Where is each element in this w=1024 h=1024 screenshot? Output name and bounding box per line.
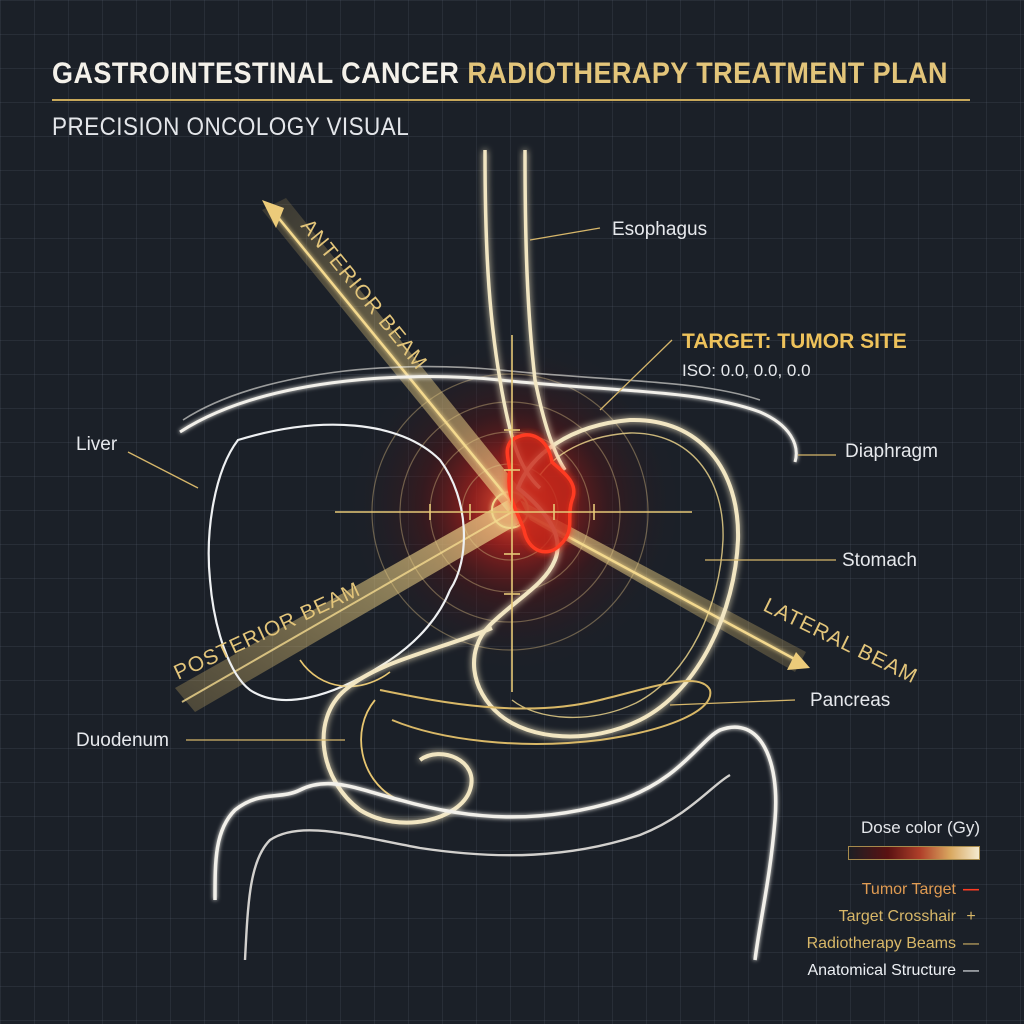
anterior-beam-arrowhead xyxy=(262,200,284,228)
legend-tumor-target-label: Tumor Target xyxy=(861,880,956,898)
duodenum-outline xyxy=(321,626,493,825)
anterior-beam-label: ANTERIOR BEAM xyxy=(296,215,431,375)
target-title: TARGET: TUMOR SITE xyxy=(682,330,907,353)
legend-beams-swatch: — xyxy=(963,934,979,952)
title-white-part: GASTROINTESTINAL CANCER xyxy=(52,57,460,90)
legend-item-anatomical-structure: Anatomical Structure — xyxy=(807,957,980,984)
duodenum-inner-wall xyxy=(360,699,396,799)
legend-item-tumor-target: Tumor Target — xyxy=(807,876,980,903)
stomach-inner-wall xyxy=(511,432,724,719)
dose-scale-title: Dose color (Gy) xyxy=(860,818,980,837)
diaphragm-outline xyxy=(179,375,798,463)
page-subtitle: PRECISION ONCOLOGY VISUAL xyxy=(52,113,410,141)
legend-anatomical-structure-label: Anatomical Structure xyxy=(807,961,956,979)
stomach-label: Stomach xyxy=(842,550,917,571)
colon-outline xyxy=(213,725,778,961)
target-iso-coordinates: ISO: 0.0, 0.0, 0.0 xyxy=(682,361,811,380)
posterior-beam xyxy=(175,500,522,712)
diaphragm-label: Diaphragm xyxy=(845,441,938,462)
legend-crosshair-swatch: + xyxy=(966,907,976,925)
title-divider xyxy=(52,99,970,101)
esophagus-label: Esophagus xyxy=(612,219,707,240)
pancreas-label: Pancreas xyxy=(810,690,890,711)
stomach-outline xyxy=(472,417,741,739)
pancreas-outline xyxy=(379,680,712,745)
page-title: GASTROINTESTINAL CANCER RADIOTHERAPY TRE… xyxy=(52,52,948,96)
legend-tumor-target-swatch: — xyxy=(963,880,979,898)
liver-outline xyxy=(207,423,466,702)
gallbladder-outline xyxy=(299,659,391,688)
leader-lines xyxy=(127,227,836,741)
lateral-beam-arrowhead xyxy=(787,652,810,670)
liver-label: Liver xyxy=(76,434,118,455)
colon-inner-outline xyxy=(243,773,731,961)
legend-radiotherapy-beams-label: Radiotherapy Beams xyxy=(806,934,956,952)
legend-item-target-crosshair: Target Crosshair + xyxy=(807,903,980,930)
dose-color-bar xyxy=(848,846,980,860)
duodenum-label: Duodenum xyxy=(76,730,169,751)
esophagus-right-wall xyxy=(523,149,567,471)
title-gold-part: RADIOTHERAPY TREATMENT PLAN xyxy=(467,57,948,90)
anterior-beam xyxy=(262,198,525,512)
legend-item-radiotherapy-beams: Radiotherapy Beams — xyxy=(807,930,980,957)
legend-target-crosshair-label: Target Crosshair xyxy=(838,907,956,925)
target-crosshair xyxy=(335,335,692,692)
legend: Dose color (Gy) Tumor Target — Target Cr… xyxy=(807,818,980,984)
legend-anatomy-swatch: — xyxy=(963,961,979,979)
